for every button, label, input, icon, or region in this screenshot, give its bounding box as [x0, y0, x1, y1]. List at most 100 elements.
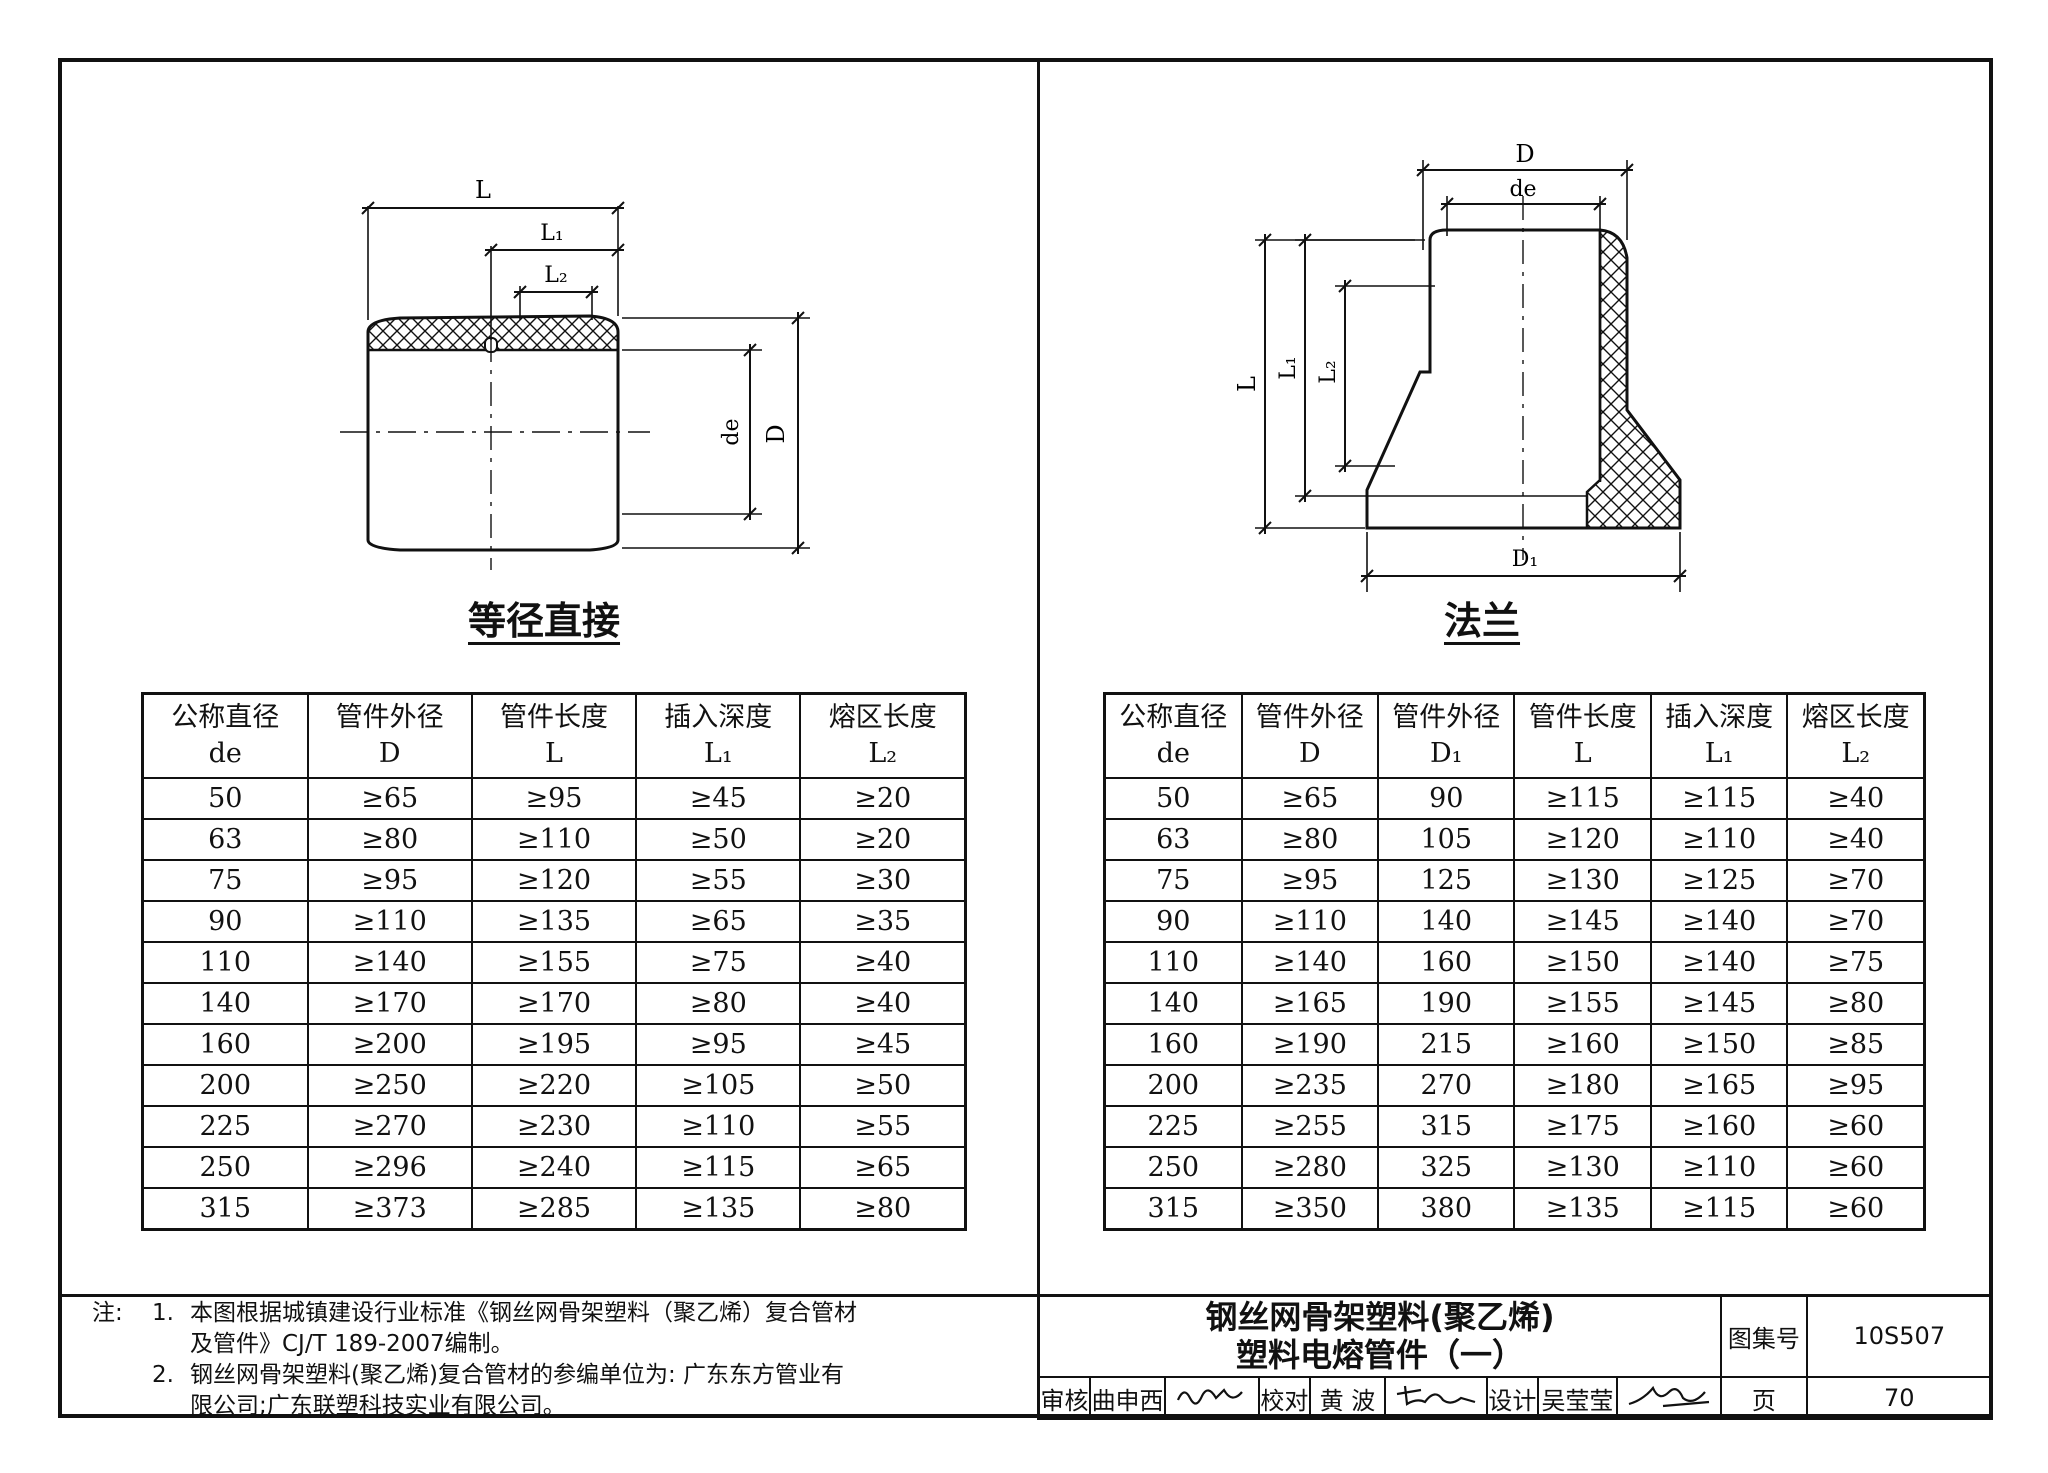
- table-cell: ≥140: [306, 941, 473, 984]
- table-cell: 160: [1103, 1023, 1243, 1066]
- column-header-name: 管件外径: [1255, 702, 1364, 733]
- table-cell: 75: [1103, 859, 1243, 902]
- column-header-name: 管件长度: [499, 702, 608, 733]
- column-header-name: 熔区长度: [828, 702, 937, 733]
- table-row: 200≥250≥220≥105≥50: [141, 1064, 967, 1107]
- table-cell: ≥20: [799, 818, 967, 861]
- flange-dim-L-label: L: [1235, 376, 1261, 392]
- table-row: 75≥95≥120≥55≥30: [141, 859, 967, 902]
- table-cell: 63: [1103, 818, 1243, 861]
- column-header-symbol: de: [1156, 738, 1190, 769]
- table-cell: ≥145: [1513, 900, 1652, 943]
- table-cell: ≥110: [306, 900, 473, 943]
- design-label: 设计: [1485, 1376, 1539, 1420]
- table-cell: ≥95: [306, 859, 473, 902]
- table-cell: ≥75: [635, 941, 802, 984]
- flange-dim-L1-label: L₁: [1276, 356, 1301, 379]
- table-cell: ≥270: [306, 1105, 473, 1148]
- flange-title: 法兰: [1444, 599, 1521, 643]
- table-cell: ≥65: [635, 900, 802, 943]
- table-cell: ≥155: [470, 941, 638, 984]
- table-cell: ≥110: [635, 1105, 802, 1148]
- table-cell: ≥140: [1240, 941, 1380, 984]
- table-row: 250≥296≥240≥115≥65: [141, 1146, 967, 1189]
- note-number: 1.: [152, 1300, 174, 1326]
- title-block: 钢丝网骨架塑料(聚乙烯) 塑料电熔管件（一） 图集号 10S507 审核 曲申西…: [1036, 1294, 1994, 1420]
- atlas-number: 10S507: [1805, 1294, 1994, 1378]
- table-cell: ≥160: [1513, 1023, 1652, 1066]
- drawing-title-line1: 钢丝网骨架塑料(聚乙烯): [1205, 1298, 1555, 1336]
- table-cell: ≥135: [635, 1187, 802, 1231]
- table-row: 225≥270≥230≥110≥55: [141, 1105, 967, 1148]
- table-cell: ≥350: [1240, 1187, 1380, 1231]
- table-cell: 160: [1377, 941, 1516, 984]
- table-cell: ≥190: [1240, 1023, 1380, 1066]
- table-cell: 110: [141, 941, 309, 984]
- table-cell: ≥120: [1513, 818, 1652, 861]
- table-cell: ≥55: [799, 1105, 967, 1148]
- table-cell: 63: [141, 818, 309, 861]
- table-cell: ≥65: [799, 1146, 967, 1189]
- table-cell: ≥120: [470, 859, 638, 902]
- column-header-symbol: L₁: [1704, 738, 1734, 769]
- table-cell: 325: [1377, 1146, 1516, 1189]
- table-cell: ≥150: [1513, 941, 1652, 984]
- notes: 注: 1. 本图根据城镇建设行业标准《钢丝网骨架塑料（聚乙烯）复合管材 及管件》…: [92, 1298, 992, 1422]
- table-cell: ≥75: [1786, 941, 1926, 984]
- note-text: 限公司;广东联塑科技实业有限公司。: [190, 1393, 566, 1419]
- flange-dim-D1-label: D₁: [1512, 547, 1538, 572]
- column-header-name: 插入深度: [664, 702, 773, 733]
- table-row: 63≥80≥110≥50≥20: [141, 818, 967, 861]
- table-cell: ≥135: [1513, 1187, 1652, 1231]
- checker-name: 黄 波: [1308, 1376, 1387, 1420]
- flange-dim-L2-label: L₂: [1316, 360, 1341, 383]
- table-cell: ≥20: [799, 777, 967, 820]
- table-cell: 90: [1103, 900, 1243, 943]
- flange-dim-de-label: de: [1509, 177, 1536, 202]
- table-cell: ≥160: [1649, 1105, 1789, 1148]
- column-header-symbol: de: [208, 738, 242, 769]
- table-row: 160≥200≥195≥95≥45: [141, 1023, 967, 1066]
- atlas-label: 图集号: [1720, 1294, 1808, 1378]
- table-cell: 200: [141, 1064, 309, 1107]
- reviewer-signature: [1164, 1376, 1260, 1420]
- table-cell: 110: [1103, 941, 1243, 984]
- table-cell: 225: [1103, 1105, 1243, 1148]
- table-cell: ≥95: [1240, 859, 1380, 902]
- table-cell: ≥95: [635, 1023, 802, 1066]
- table-cell: 315: [1377, 1105, 1516, 1148]
- table-cell: 105: [1377, 818, 1516, 861]
- table-cell: ≥115: [1649, 1187, 1789, 1231]
- check-label: 校对: [1257, 1376, 1311, 1420]
- table-cell: 50: [1103, 777, 1243, 820]
- column-header-symbol: L₂: [1841, 738, 1871, 769]
- column-header-name: 管件外径: [1392, 702, 1501, 733]
- table-cell: ≥165: [1649, 1064, 1789, 1107]
- column-header-symbol: D: [378, 738, 401, 769]
- table-cell: 50: [141, 777, 309, 820]
- dim-L2-label: L₂: [544, 263, 567, 288]
- table-cell: 270: [1377, 1064, 1516, 1107]
- table-cell: ≥60: [1786, 1187, 1926, 1231]
- table-cell: 160: [141, 1023, 309, 1066]
- table-cell: 200: [1103, 1064, 1243, 1107]
- table-cell: 380: [1377, 1187, 1516, 1231]
- table-cell: ≥85: [1786, 1023, 1926, 1066]
- table-cell: ≥40: [799, 941, 967, 984]
- table-row: 110≥140≥155≥75≥40: [141, 941, 967, 984]
- column-header-symbol: L₂: [868, 738, 898, 769]
- drawing-frame: [58, 58, 1993, 1418]
- table-cell: ≥220: [470, 1064, 638, 1107]
- table-cell: ≥70: [1786, 859, 1926, 902]
- table-cell: 225: [141, 1105, 309, 1148]
